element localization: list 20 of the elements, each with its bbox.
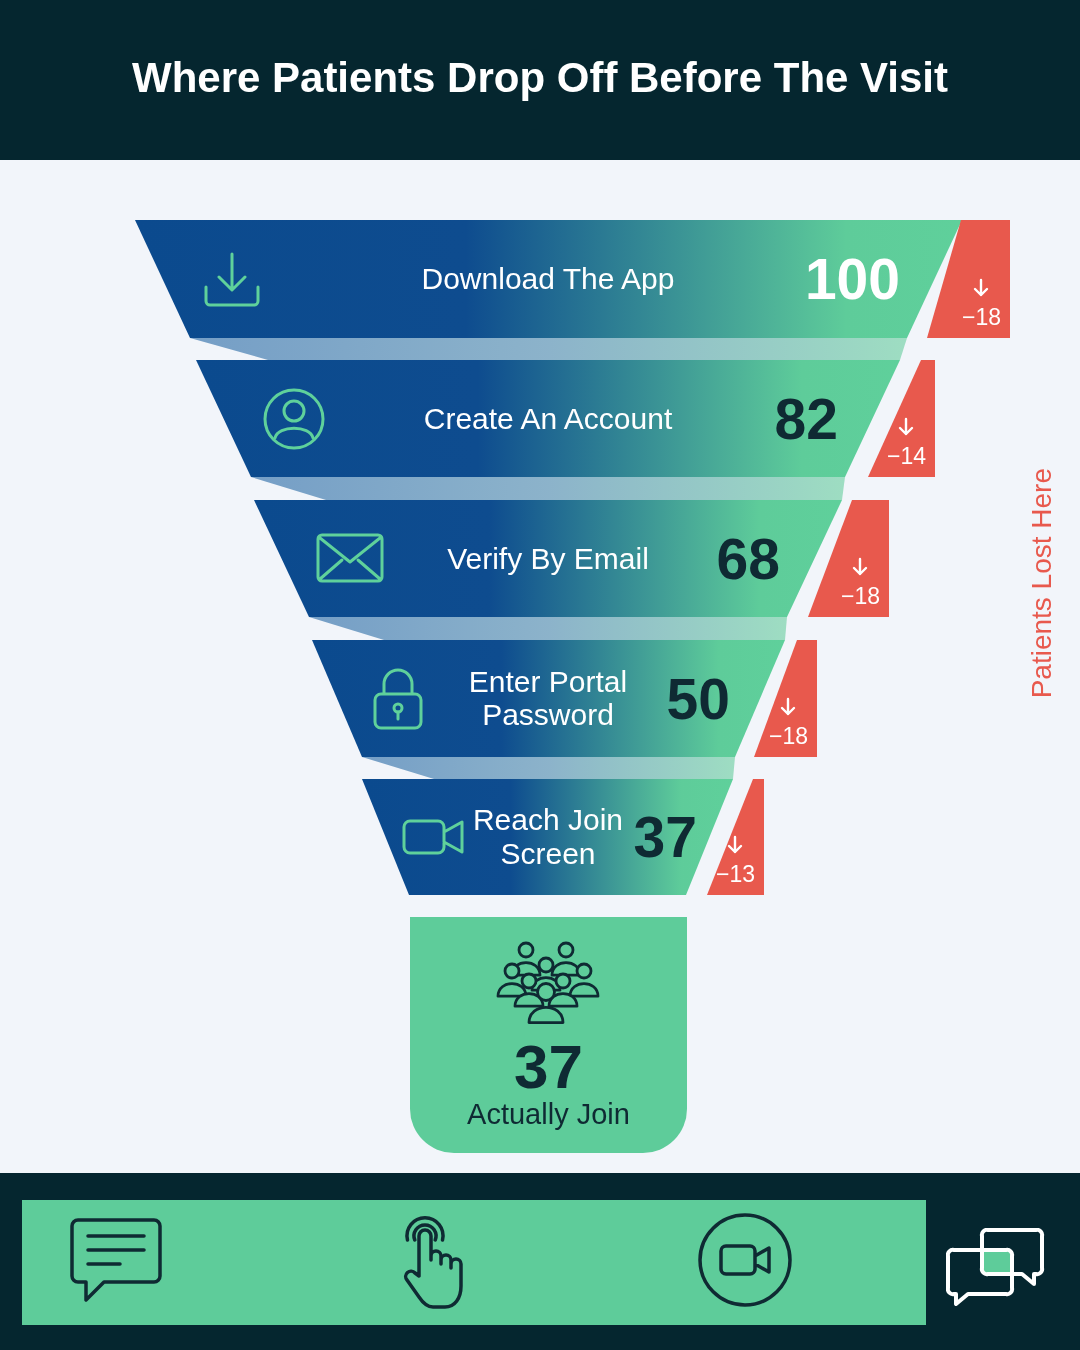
title: Where Patients Drop Off Before The Visit [132,53,948,103]
side-label: Patients Lost Here [1028,467,1056,699]
drop-count: −18 [769,725,808,748]
result-card [410,917,687,1153]
stage-count: 82 [774,390,838,447]
drop-count: −14 [887,445,926,468]
stage-count: 100 [804,250,900,308]
drop-count: −13 [716,863,755,886]
stage-label: Download The App [421,262,675,296]
stage-label: Reach Join Screen [471,803,625,871]
join-label: Actually Join [467,1099,630,1131]
stage-label: Create An Account [423,401,673,436]
drop-count: −18 [962,306,1001,329]
join-count: 37 [514,1036,583,1098]
stage-label: Enter Portal Password [467,664,629,733]
stage-count: 37 [633,808,697,866]
stage-label: Verify By Email [447,541,649,576]
stage-count: 68 [716,530,780,587]
stage-count: 50 [666,670,730,727]
drop-count: −18 [841,585,880,608]
